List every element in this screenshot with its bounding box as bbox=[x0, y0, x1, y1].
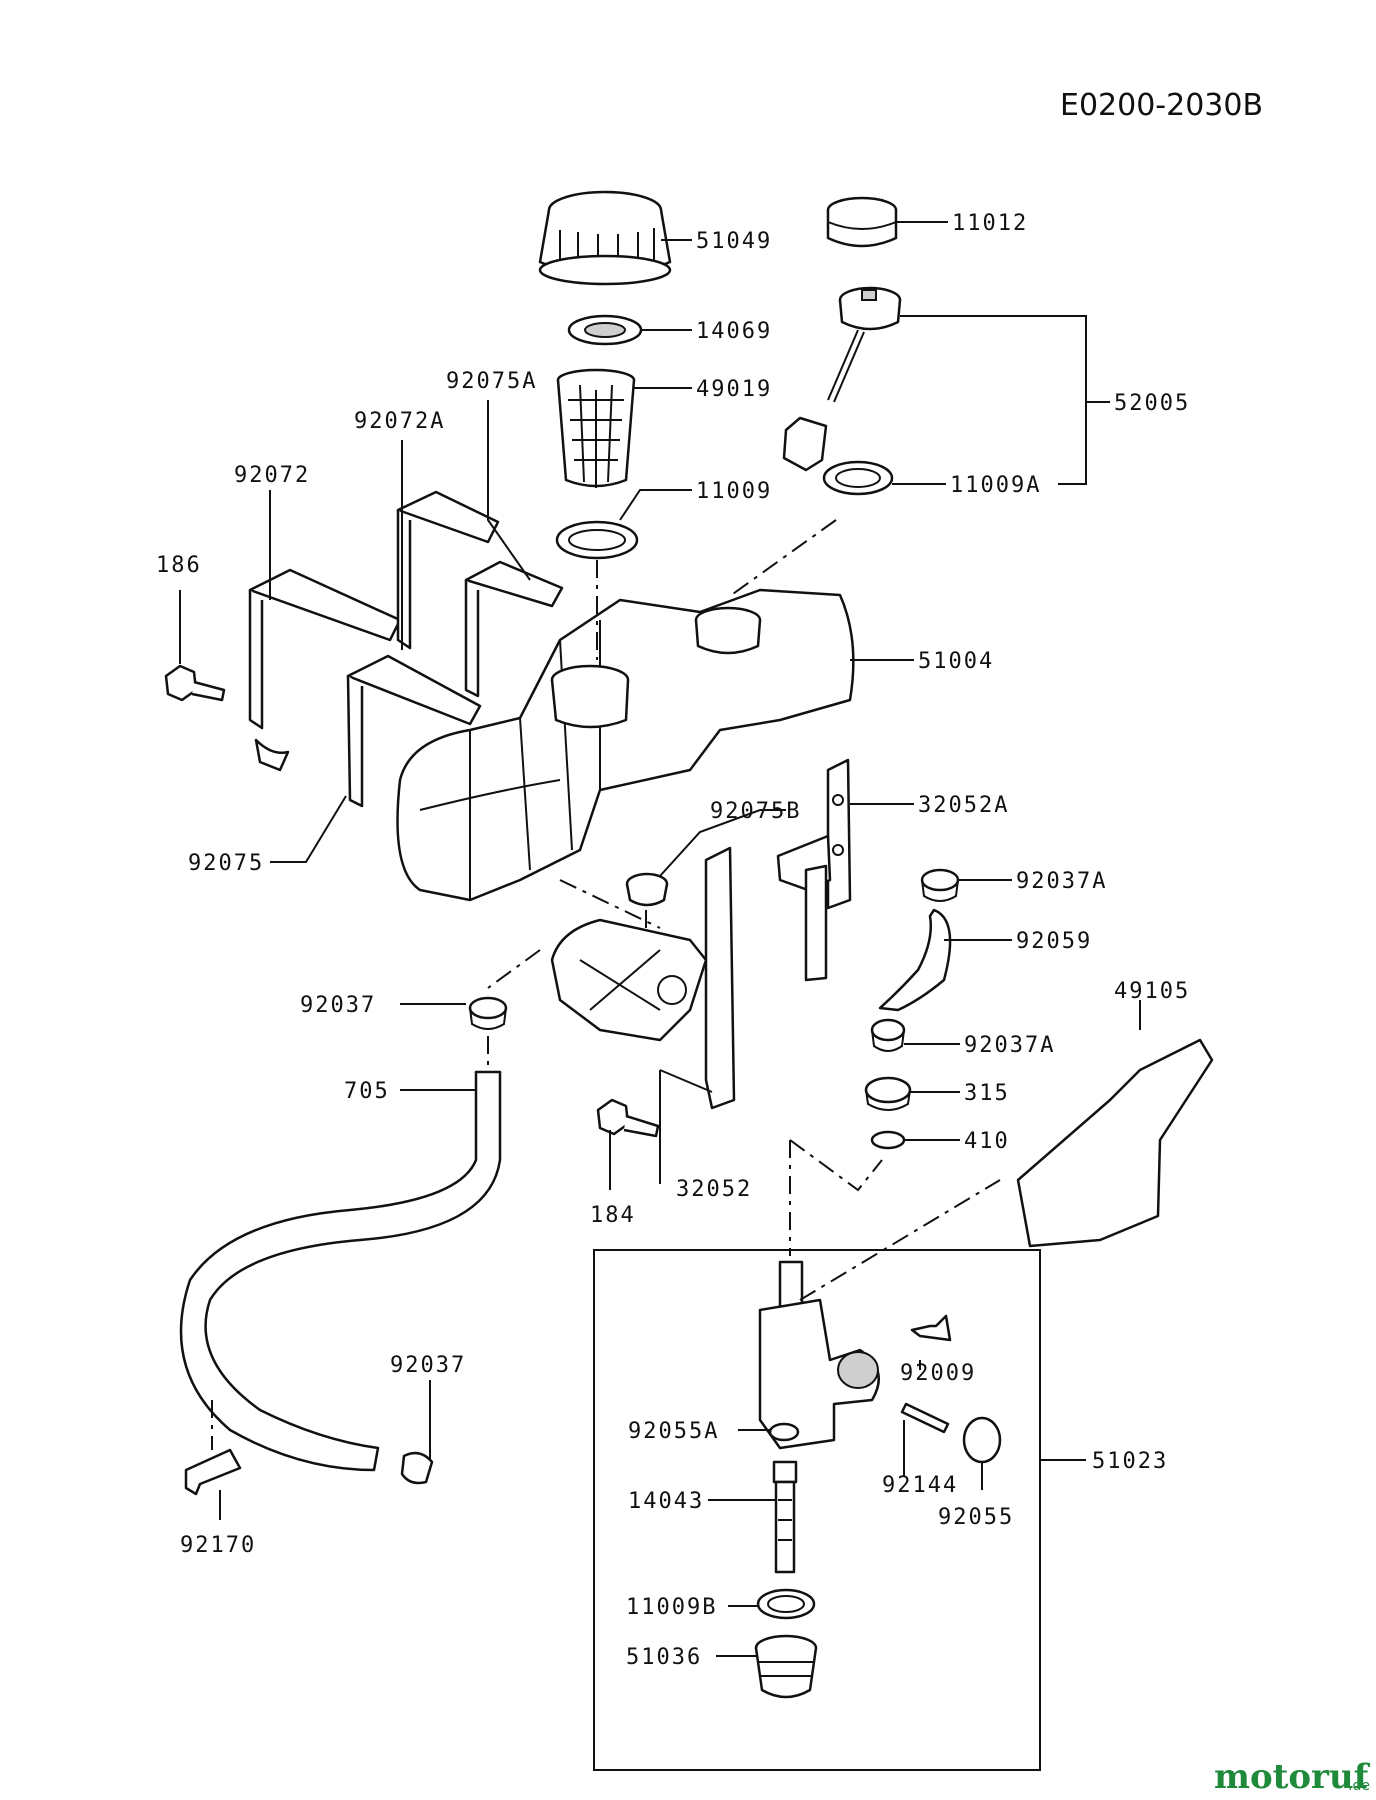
label-51004: 51004 bbox=[918, 649, 994, 674]
label-315: 315 bbox=[964, 1081, 1010, 1106]
watermark-suffix: .de bbox=[1348, 1778, 1370, 1794]
spring-92144-part bbox=[902, 1404, 948, 1432]
label-51049: 51049 bbox=[696, 229, 772, 254]
label-92144: 92144 bbox=[882, 1473, 958, 1498]
filter-retainer-part bbox=[569, 316, 641, 344]
drain-cup-51036-part bbox=[756, 1636, 816, 1697]
tank-strap-92072 bbox=[250, 570, 400, 728]
screw-92009-part bbox=[912, 1316, 950, 1340]
label-49105: 49105 bbox=[1114, 979, 1190, 1004]
label-92037A-upper: 92037A bbox=[1016, 869, 1107, 894]
strap-clip-part bbox=[256, 740, 288, 770]
label-51023: 51023 bbox=[1092, 1449, 1168, 1474]
label-92170: 92170 bbox=[180, 1533, 256, 1558]
fuel-cock-part bbox=[760, 1262, 879, 1448]
label-186: 186 bbox=[156, 553, 202, 578]
label-32052: 32052 bbox=[676, 1177, 752, 1202]
label-705: 705 bbox=[344, 1079, 390, 1104]
bolt-184-part bbox=[598, 1100, 658, 1136]
label-14069: 14069 bbox=[696, 319, 772, 344]
bolt-186-part bbox=[166, 666, 224, 700]
fuel-hose-705-part bbox=[181, 1072, 500, 1470]
hose-clamp-92037A-upper bbox=[922, 870, 958, 901]
packing-92055A-part bbox=[770, 1424, 798, 1440]
packing-92055-part bbox=[964, 1418, 1000, 1462]
bracket-49105-part bbox=[1018, 1040, 1212, 1246]
hose-clamp-92037A-lower bbox=[872, 1020, 904, 1051]
grommet-92075B-part bbox=[627, 874, 667, 905]
diagram-id: E0200-2030B bbox=[1060, 88, 1263, 123]
label-92059: 92059 bbox=[1016, 929, 1092, 954]
oil-level-gauge-part bbox=[784, 288, 900, 470]
label-32052A: 32052A bbox=[918, 793, 1009, 818]
fuel-hose-92059-part bbox=[880, 910, 950, 1010]
label-51036: 51036 bbox=[626, 1645, 702, 1670]
label-92037A-lower: 92037A bbox=[964, 1033, 1055, 1058]
filter-14043-part bbox=[774, 1462, 796, 1572]
label-11009: 11009 bbox=[696, 479, 772, 504]
label-92075B: 92075B bbox=[710, 799, 801, 824]
label-92055A: 92055A bbox=[628, 1419, 719, 1444]
label-92072A: 92072A bbox=[354, 409, 445, 434]
label-92037-lower: 92037 bbox=[390, 1353, 466, 1378]
label-92072: 92072 bbox=[234, 463, 310, 488]
label-92009: 92009 bbox=[900, 1361, 976, 1386]
label-11009B: 11009B bbox=[626, 1595, 717, 1620]
hose-clamp-92037-upper bbox=[470, 998, 506, 1029]
label-410: 410 bbox=[964, 1129, 1010, 1154]
label-11009A: 11009A bbox=[950, 473, 1041, 498]
fuel-cap-part bbox=[540, 192, 670, 284]
label-11012: 11012 bbox=[952, 211, 1028, 236]
label-92037-upper: 92037 bbox=[300, 993, 376, 1018]
label-92075: 92075 bbox=[188, 851, 264, 876]
label-92055: 92055 bbox=[938, 1505, 1014, 1530]
oil-cap-gasket-part bbox=[824, 462, 892, 494]
bracket-32052A-part bbox=[778, 760, 850, 980]
label-52005: 52005 bbox=[1114, 391, 1190, 416]
gasket-11009B-part bbox=[758, 1590, 814, 1618]
oil-cap-part bbox=[828, 198, 896, 246]
fuel-strainer-part bbox=[558, 370, 634, 488]
watermark-logo: motoruf .de bbox=[1214, 1757, 1371, 1797]
washer-410-part bbox=[872, 1132, 904, 1148]
clip-92170-part bbox=[186, 1450, 240, 1494]
hose-clamp-92037-lower bbox=[402, 1453, 432, 1483]
nut-315-part bbox=[866, 1078, 910, 1110]
label-14043: 14043 bbox=[628, 1489, 704, 1514]
label-49019: 49019 bbox=[696, 377, 772, 402]
label-92075A: 92075A bbox=[446, 369, 537, 394]
label-184: 184 bbox=[590, 1203, 636, 1228]
